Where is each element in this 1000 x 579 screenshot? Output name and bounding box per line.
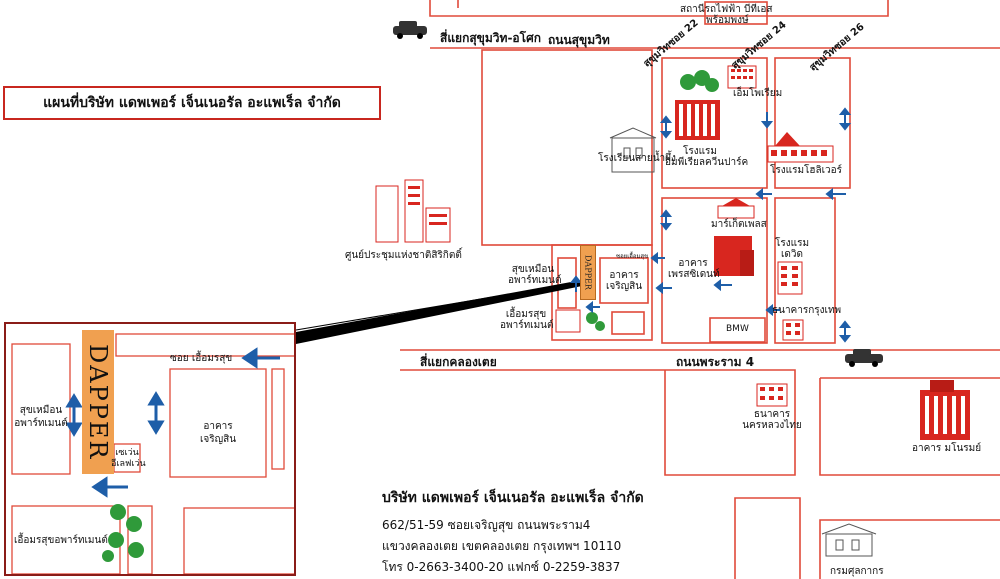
phone-fax-line: โทร 0-2663-3400-20 แฟกซ์ 0-2259-3837 [382, 560, 621, 574]
inset-soi-label: ซอย เอื้อมรสุข [170, 353, 233, 364]
marketplace-building [717, 198, 755, 219]
imperial-hotel-label: โรงแรม อิมพีเรียลควีนปาร์ค [665, 146, 749, 168]
krungthai-bank-label: ธนาคาร นครหลวงไทย [742, 409, 802, 431]
holiday-hotel-building [767, 132, 834, 163]
inset-streets [11, 333, 294, 574]
customs-building [821, 523, 877, 557]
emporium-label: เอ็มโพเรียม [733, 88, 783, 99]
krungthai-bank-building [756, 383, 788, 407]
bmw-label: BMW [726, 324, 749, 334]
manorom-label: อาคาร มโนรมย์ [912, 443, 982, 454]
inset-charoensin-label: อาคาร เจริญสิน [199, 421, 237, 445]
inset-seven-eleven-label: เซเว่น อีเลฟเว่น [111, 448, 146, 469]
small-soi-label: ซอยเอื้อมสุข [616, 253, 649, 260]
suk-muan-apartment-label: สุขเหมือน อพาร์ทเมนต์ [508, 264, 562, 286]
direction-arrows [569, 107, 852, 343]
inset-suk-muan-label: สุขเหมือน อพาร์ทเมนต์ [14, 405, 68, 429]
qsncc-building [375, 179, 451, 243]
inset-dapper-marker: DAPPER [82, 330, 114, 474]
inset-direction-arrows [65, 347, 280, 498]
khlongtoei-junction-label: สี่แยกคลองเตย [420, 355, 497, 369]
qsncc-label: ศูนย์ประชุมแห่งชาติสิริกิตติ์ [345, 250, 462, 261]
map-title: แผนที่บริษัท แดพเพอร์ เจ็นเนอรัล อะแพเร็… [3, 86, 381, 120]
company-name: บริษัท แดพเพอร์ เจ็นเนอรัล อะแพเร็ล จำกั… [382, 490, 644, 506]
president-tower-building [714, 236, 754, 276]
bts-station-label: สถานีรถไฟฟ้า บีทีเอส [680, 4, 773, 15]
school-building [609, 127, 657, 173]
imperial-hotel-building [675, 70, 720, 140]
emporium-building [727, 65, 757, 89]
inset-uem-apartment-label: เอื้อมรสุขอพาร์ทเมนต์ [14, 535, 108, 546]
address-line-2: แขวงคลองเตย เขตคลองเตย กรุงเทพฯ 10110 [382, 539, 622, 553]
sukhumvit-road-label: ถนนสุขุมวิท [548, 33, 610, 47]
company-info: บริษัท แดพเพอร์ เจ็นเนอรัล อะแพเร็ล จำกั… [382, 487, 702, 578]
inset-map: DAPPER ซอย เอื้อมรสุข สุขเหมือน อพาร์ทเม… [4, 322, 296, 576]
bangkok-bank-building [782, 319, 804, 341]
bangkok-bank-label: ธนาคารกรุงเทพ [772, 305, 842, 316]
asok-junction-label: สี่แยกสุขุมวิท-อโศก [440, 31, 541, 45]
phrom-phong-label: พร้อมพงษ์ [706, 15, 749, 26]
holiday-hotel-label: โรงแรมโฮลิเวอร์ [770, 165, 843, 176]
car-icon [845, 349, 883, 367]
charoensin-building-label: อาคาร เจริญสิน [605, 270, 643, 292]
rama4-road-label: ถนนพระราม 4 [676, 355, 755, 369]
uem-apartment-building [555, 309, 605, 333]
david-hotel-building [777, 261, 803, 295]
marketplace-label: มาร์เก็ตเพลส [711, 219, 767, 230]
customs-label: กรมศุลกากร [830, 566, 884, 577]
palm-trees-icon [102, 504, 144, 562]
car-icon [393, 21, 427, 39]
manorom-building [920, 380, 970, 440]
uem-apartment-label: เอื้อมรสุข อพาร์ทเมนต์ [500, 309, 554, 331]
president-tower-label: อาคาร เพรสซิเดนท์ [668, 258, 720, 280]
dapper-location-marker: DAPPER [580, 245, 596, 300]
address-line-1: 662/51-59 ซอยเจริญสุข ถนนพระราม4 [382, 518, 591, 532]
david-hotel-label: โรงแรม เดวิด [775, 238, 810, 260]
school-label: โรงเรียนสายน้ำผึ้ง [598, 153, 676, 164]
